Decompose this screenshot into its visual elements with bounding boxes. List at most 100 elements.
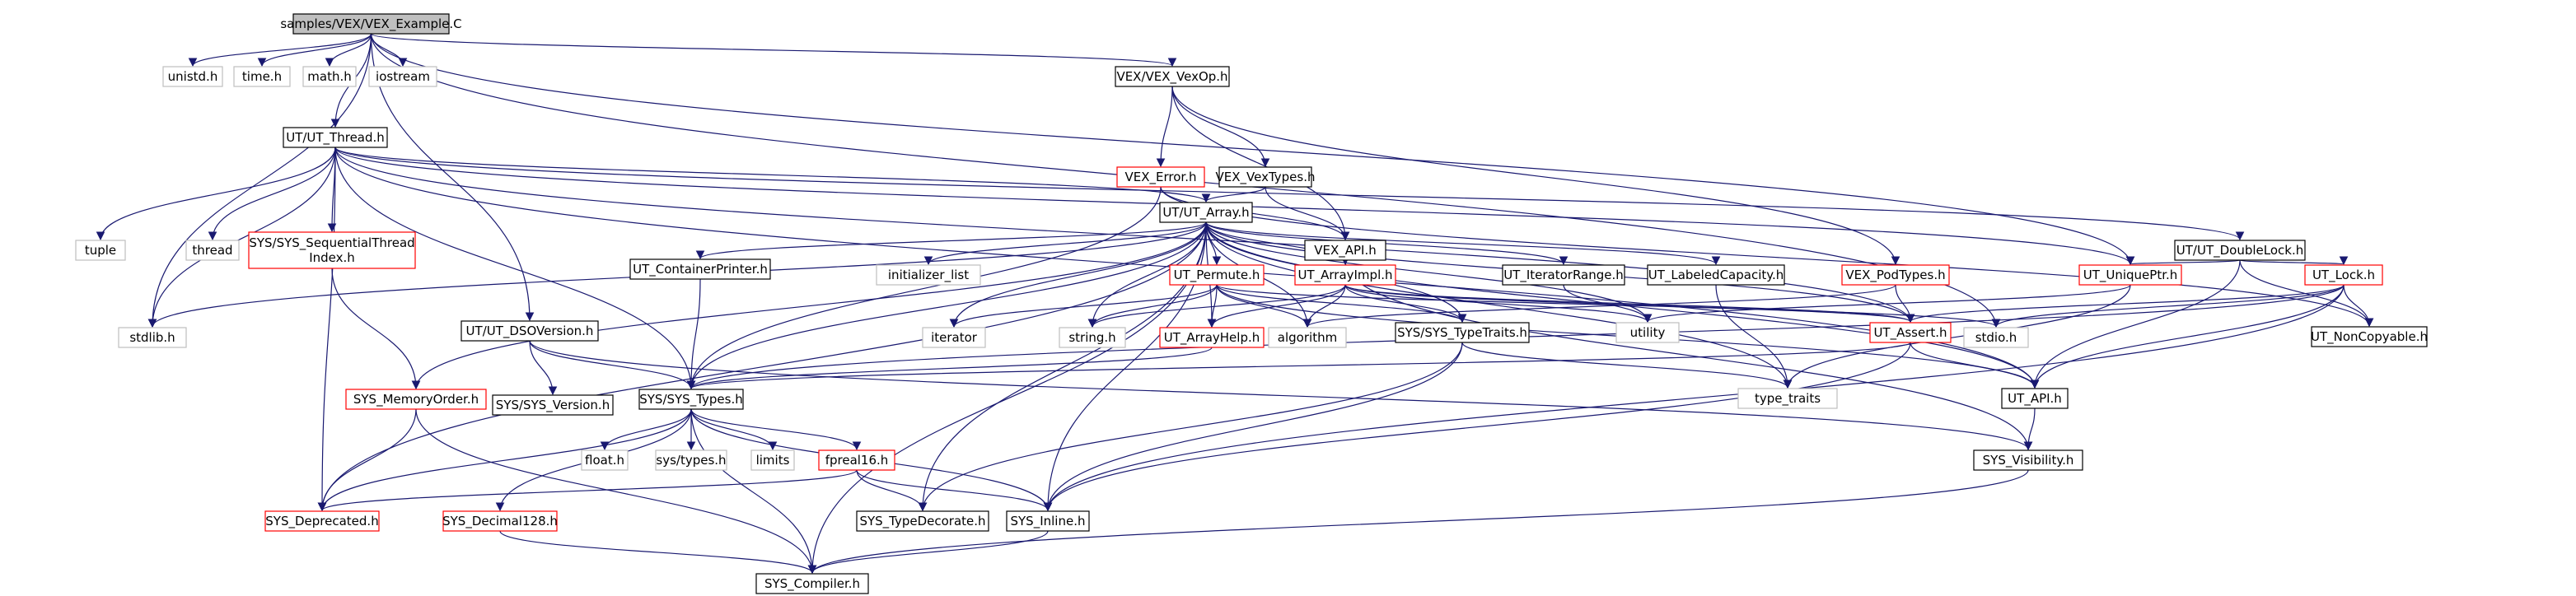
- node-box: [1159, 327, 1265, 348]
- edge-thread_h-to-thread: [208, 147, 336, 241]
- edge-permute-to-iterator: [949, 284, 1218, 328]
- node-vex-api-h[interactable]: VEX_API.h: [1304, 240, 1386, 261]
- node-ut-uniqueptr-h[interactable]: UT_UniquePtr.h: [2078, 264, 2182, 286]
- node-label: SYS_MemoryOrder.h: [353, 392, 479, 407]
- edge-dsoversion-to-sysversion: [529, 340, 558, 396]
- edge-arrayhelp-to-systypes: [686, 347, 1213, 390]
- node-ut-ut-array-h[interactable]: UT/UT_Array.h: [1159, 202, 1253, 223]
- node-vex-vex-vexop-h[interactable]: VEX/VEX_VexOp.h: [1115, 66, 1230, 87]
- node-box: [2311, 326, 2428, 347]
- node-box: [818, 449, 895, 471]
- edge-utlock-to-noncopyable: [2343, 284, 2374, 328]
- node-sys-visibility-h[interactable]: SYS_Visibility.h: [1973, 449, 2083, 471]
- edge-typetraits-to-type_traits: [1461, 342, 1793, 389]
- node-ut-lock-h[interactable]: UT_Lock.h: [2304, 264, 2383, 286]
- node-box: [1304, 240, 1386, 261]
- edge-permute-to-typetraits: [1216, 284, 1467, 324]
- node-ut-ut-thread-h[interactable]: UT/UT_Thread.h: [283, 127, 388, 148]
- node-ut-arrayhelp-h[interactable]: UT_ArrayHelp.h: [1159, 327, 1265, 348]
- edge-seqthread-to-memorder: [331, 268, 421, 390]
- edge-typetraits-to-inline: [1043, 342, 1463, 512]
- node-sys-inline-h[interactable]: SYS_Inline.h: [1006, 510, 1090, 532]
- node-label: SYS/SYS_SequentialThread: [249, 235, 414, 251]
- node-label: UT/UT_DoubleLock.h: [2176, 243, 2303, 258]
- edge-utarray-to-containerprinter: [695, 221, 1207, 260]
- node-stdlib-h: stdlib.h: [118, 327, 187, 348]
- node-thread: thread: [185, 240, 240, 261]
- node-sys-deprecated-h[interactable]: SYS_Deprecated.h: [264, 510, 380, 532]
- node-box: [1159, 202, 1253, 223]
- edge-vexop-to-vexerror: [1156, 86, 1173, 168]
- node-label: SYS_Decimal128.h: [442, 514, 558, 529]
- node-ut-permute-h[interactable]: UT_Permute.h: [1169, 264, 1265, 286]
- edge-systypes-to-compiler: [690, 408, 817, 575]
- node-box: [1115, 66, 1230, 87]
- node-label: UT_UniquePtr.h: [2083, 268, 2178, 283]
- node-sys-compiler-h[interactable]: SYS_Compiler.h: [755, 573, 869, 594]
- node-box: [1737, 388, 1838, 409]
- node-ut-labeledcapacity-h[interactable]: UT_LabeledCapacity.h: [1647, 264, 1785, 286]
- node-box: [75, 240, 126, 261]
- node-unistd-h: unistd.h: [162, 66, 223, 87]
- node-ut-api-h[interactable]: UT_API.h: [2001, 388, 2069, 409]
- node-box: [1973, 449, 2083, 471]
- edge-arrayimpl-to-utility: [1344, 284, 1653, 324]
- node-sys-sys-version-h[interactable]: SYS/SYS_Version.h: [492, 394, 614, 416]
- node-fpreal16-h[interactable]: fpreal16.h: [818, 449, 895, 471]
- edge-utarray-to-type_traits: [1205, 221, 1793, 389]
- edge-vexop-to-vextypes: [1171, 86, 1270, 168]
- node-ut-noncopyable-h[interactable]: UT_NonCopyable.h: [2311, 326, 2428, 347]
- node-box: [1963, 327, 2029, 348]
- edge-thread_h-to-utassert: [334, 147, 1915, 324]
- node-limits: limits: [750, 449, 795, 471]
- node-label: UT/UT_Array.h: [1162, 205, 1249, 221]
- edge-fpreal16-to-typedecorate: [856, 469, 928, 512]
- node-label: unistd.h: [168, 69, 218, 84]
- node-iostream: iostream: [368, 66, 437, 87]
- edge-dsoversion-to-visibility: [529, 340, 2033, 451]
- node-sys-sys-typetraits-h[interactable]: SYS/SYS_TypeTraits.h: [1395, 322, 1530, 343]
- node-math-h: math.h: [302, 66, 357, 87]
- node-sys-typedecorate-h[interactable]: SYS_TypeDecorate.h: [856, 510, 989, 532]
- node-box: [2078, 264, 2182, 286]
- node-sys-decimal128-h[interactable]: SYS_Decimal128.h: [442, 510, 558, 532]
- node-tuple: tuple: [75, 240, 126, 261]
- node-label: VEX_VexTypes.h: [1216, 170, 1316, 185]
- node-box: [492, 394, 614, 416]
- node-label: VEX_Error.h: [1125, 170, 1197, 185]
- node-initializer-list: initializer_list: [876, 264, 981, 286]
- node-ut-assert-h[interactable]: UT_Assert.h: [1869, 322, 1952, 343]
- node-ut-ut-dsoversion-h[interactable]: UT/UT_DSOVersion.h: [461, 320, 599, 342]
- node-ut-containerprinter-h[interactable]: UT_ContainerPrinter.h: [629, 258, 771, 280]
- node-box: [118, 327, 187, 348]
- node-ut-iteratorrange-h[interactable]: UT_IteratorRange.h: [1502, 264, 1625, 286]
- node-label: SYS_Inline.h: [1011, 514, 1086, 529]
- edge-thread_h-to-stdlib: [147, 147, 336, 328]
- edge-utarray-to-initlist: [923, 221, 1207, 266]
- edge-inline-to-compiler: [807, 530, 1049, 575]
- node-vex-podtypes-h[interactable]: VEX_PodTypes.h: [1841, 264, 1950, 286]
- node-stdio-h: stdio.h: [1963, 327, 2029, 348]
- node-vex-vextypes-h[interactable]: VEX_VexTypes.h: [1216, 166, 1316, 188]
- node-label: UT_API.h: [2008, 391, 2062, 407]
- node-string-h: string.h: [1059, 327, 1126, 348]
- node-box: [292, 13, 450, 35]
- node-vex-error-h[interactable]: VEX_Error.h: [1116, 166, 1205, 188]
- node-ut-arrayimpl-h[interactable]: UT_ArrayImpl.h: [1294, 264, 1396, 286]
- node-label: UT_LabeledCapacity.h: [1648, 268, 1784, 283]
- edge-root-to-math: [325, 33, 372, 68]
- node-box: [2001, 388, 2069, 409]
- node-label: Index.h: [309, 250, 355, 265]
- node-sys-memoryorder-h[interactable]: SYS_MemoryOrder.h: [345, 389, 487, 410]
- node-label: stdlib.h: [129, 330, 175, 345]
- edge-utapi-to-visibility: [2023, 407, 2036, 451]
- edge-utarray-to-memorder: [411, 221, 1207, 390]
- node-samples-vex-vex-example-c[interactable]: samples/VEX/VEX_Example.C: [280, 13, 462, 35]
- node-sys-sys-types-h[interactable]: SYS/SYS_Types.h: [638, 389, 744, 410]
- node-float-h: float.h: [581, 449, 629, 471]
- node-box: [581, 449, 629, 471]
- node-ut-ut-doublelock-h[interactable]: UT/UT_DoubleLock.h: [2174, 240, 2306, 261]
- edge-podtypes-to-algorithm: [1302, 284, 1896, 328]
